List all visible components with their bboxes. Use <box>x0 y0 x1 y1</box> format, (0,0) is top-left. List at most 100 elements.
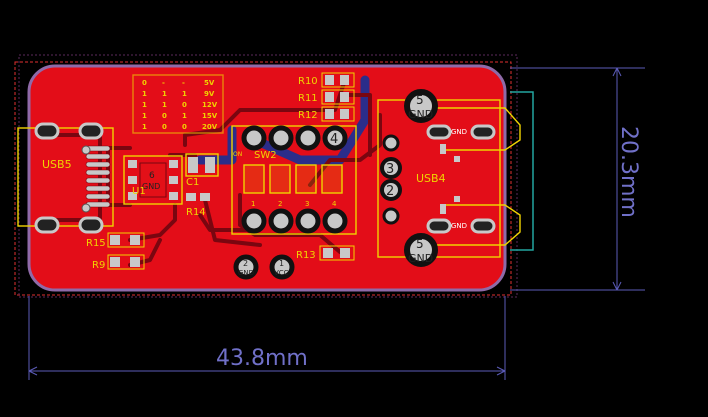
voltage-table-cell: 1 <box>142 90 147 98</box>
sw2-top-pad[interactable] <box>241 125 267 151</box>
usb4-gnd-pad-bottom[interactable] <box>404 233 438 267</box>
usb5-signal-pad[interactable] <box>85 153 111 160</box>
r9-pad[interactable] <box>110 257 120 267</box>
usb5-signal-pad[interactable] <box>85 193 111 200</box>
vcc-pad-label: VCC <box>274 269 289 277</box>
r14-pad[interactable] <box>200 193 210 201</box>
usb5-via[interactable] <box>81 203 91 213</box>
sw2-pin-label: 3 <box>305 200 309 208</box>
voltage-table-header-3: - <box>182 79 185 87</box>
u1-pad[interactable] <box>169 160 178 168</box>
u1-pad[interactable] <box>128 160 137 168</box>
sw2-pads <box>241 125 348 234</box>
vcc-pad[interactable] <box>269 254 295 280</box>
usb4-pad-4[interactable] <box>382 207 400 225</box>
r11-pad[interactable] <box>325 92 334 102</box>
usb5-signal-pad[interactable] <box>85 177 111 184</box>
u1-center-pad[interactable] <box>139 162 167 198</box>
sw2-window-1 <box>243 164 265 194</box>
r9-outline <box>107 254 145 270</box>
r10-pad[interactable] <box>340 75 349 85</box>
sw2-on-label: ON <box>233 151 242 158</box>
sw2-top-pad[interactable] <box>268 125 294 151</box>
usb5-signal-pad[interactable] <box>85 169 111 176</box>
usb4-gnd-pad-bottom-label: GND <box>408 252 433 265</box>
vcc-pad-number: 1 <box>279 259 284 268</box>
u1-pad[interactable] <box>128 176 137 184</box>
usb4-shield-gnd-label: GND <box>451 128 467 136</box>
sw2-pin-label: 4 <box>332 200 337 208</box>
gnd-pad[interactable] <box>233 254 259 280</box>
voltage-table-cell: 9V <box>204 90 215 98</box>
u1-pad[interactable] <box>169 192 178 200</box>
usb4-pad-2[interactable] <box>380 179 402 201</box>
sw2-bottom-pad[interactable] <box>322 208 348 234</box>
voltage-table-cell: 12V <box>202 101 218 109</box>
r15-pad[interactable] <box>110 235 120 245</box>
usb5-outline <box>17 127 114 227</box>
r9-pad[interactable] <box>130 257 140 267</box>
usb4-shield-pad[interactable] <box>470 218 496 234</box>
r14-pad[interactable] <box>186 193 196 201</box>
usb4-signal-pad[interactable] <box>440 204 446 214</box>
usb5-shield-pad[interactable] <box>78 216 104 234</box>
r12-pad[interactable] <box>325 109 334 119</box>
u1-pad[interactable] <box>169 176 178 184</box>
voltage-table-cell: 20V <box>202 123 218 131</box>
r11-pad[interactable] <box>340 92 349 102</box>
sw2-top-pad[interactable] <box>322 125 348 151</box>
u1-pad[interactable] <box>128 192 137 200</box>
r10-r12-group <box>321 72 355 122</box>
r9-label: R9 <box>92 260 105 271</box>
gnd-pad-label: GND <box>238 269 254 277</box>
sw2-top-pad[interactable] <box>295 125 321 151</box>
usb4-pad-3[interactable] <box>380 157 402 179</box>
usb4-shield-pad[interactable] <box>426 218 452 234</box>
usb5-signal-pad[interactable] <box>85 161 111 168</box>
sw2-bottom-pad[interactable] <box>295 208 321 234</box>
sw2-window-3 <box>295 164 317 194</box>
usb4-shield-pad[interactable] <box>470 124 496 140</box>
r13-outline <box>319 245 355 261</box>
r13-label: R13 <box>296 250 316 261</box>
usb5-signal-pad[interactable] <box>85 185 111 192</box>
usb5-shield-pad[interactable] <box>34 122 60 140</box>
c1-pad[interactable] <box>205 157 215 173</box>
usb4-signal-pads <box>440 144 460 214</box>
usb4-signal-pad[interactable] <box>454 156 460 162</box>
r12-pad[interactable] <box>340 109 349 119</box>
c1-pad[interactable] <box>188 157 198 173</box>
voltage-table-header-2: - <box>162 79 165 87</box>
voltage-table-cell: 1 <box>182 90 187 98</box>
usb4-gnd-pad-top[interactable] <box>404 89 438 123</box>
r10-label: R10 <box>298 76 318 87</box>
voltage-table-header-4: 5V <box>204 79 215 87</box>
r15-pad[interactable] <box>130 235 140 245</box>
keepout-outline <box>14 61 512 296</box>
usb5-shield-pad[interactable] <box>34 216 60 234</box>
height-dimension-label: 20.3mm <box>616 126 641 218</box>
voltage-table-cell: 1 <box>142 112 147 120</box>
usb4-pad-2-label: 2 <box>386 184 394 199</box>
pcb-board[interactable] <box>27 64 507 292</box>
r13-pad[interactable] <box>340 248 350 258</box>
r14-label: R14 <box>186 207 206 218</box>
r12-outline <box>321 106 355 122</box>
voltage-table-cell: 1 <box>142 123 147 131</box>
usb4-pad-3-label: 3 <box>386 162 394 177</box>
usb4-connector-outline <box>510 91 534 251</box>
usb4-pad-1[interactable] <box>382 134 400 152</box>
usb4-signal-pad[interactable] <box>454 196 460 202</box>
usb5-shield-pad[interactable] <box>78 122 104 140</box>
usb5-via[interactable] <box>81 145 91 155</box>
sw2-bottom-pad[interactable] <box>241 208 267 234</box>
voltage-table-cell: 15V <box>202 112 218 120</box>
r10-pad[interactable] <box>325 75 334 85</box>
sw2-pad4-label: 4 <box>330 132 338 147</box>
usb4-signal-pad[interactable] <box>440 144 446 154</box>
u1-gnd-label: GND <box>142 182 160 191</box>
sw2-bottom-pad[interactable] <box>268 208 294 234</box>
r13-pad[interactable] <box>323 248 333 258</box>
usb4-shield-pad[interactable] <box>426 124 452 140</box>
usb4-gnd-pad-top-label: GND <box>408 108 433 121</box>
